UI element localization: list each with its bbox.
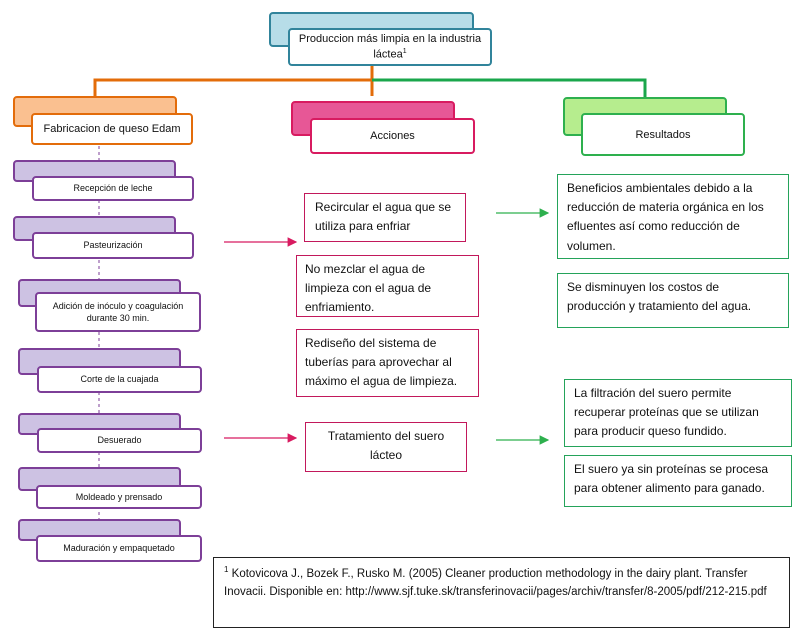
step-6-box: Moldeado y prensado [36, 485, 202, 509]
result-1: Beneficios ambientales debido a la reduc… [557, 174, 789, 259]
action-4: Tratamiento del suero lácteo [305, 422, 467, 472]
step-1-box: Recepción de leche [32, 176, 194, 201]
results-header: Resultados [581, 113, 745, 156]
action-1: Recircular el agua que se utiliza para e… [304, 193, 466, 242]
title-text: Produccion más limpia en la industria lá… [298, 33, 482, 61]
step-2-box: Pasteurización [32, 232, 194, 259]
result-2: Se disminuyen los costos de producción y… [557, 273, 789, 328]
action-2: No mezclar el agua de limpieza con el ag… [296, 255, 479, 317]
process-header: Fabricacion de queso Edam [31, 113, 193, 145]
title-box: Produccion más limpia en la industria lá… [288, 28, 492, 66]
step-4-box: Corte de la cuajada [37, 366, 202, 393]
actions-header: Acciones [310, 118, 475, 154]
result-4: El suero ya sin proteínas se procesa par… [564, 455, 792, 507]
branch-line-process [93, 78, 372, 97]
action-3: Rediseño del sistema de tuberías para ap… [296, 329, 479, 397]
reference-footnote: 1 Kotovicova J., Bozek F., Rusko M. (200… [213, 557, 790, 628]
branch-line-results [372, 78, 647, 97]
step-5-box: Desuerado [37, 428, 202, 453]
reference-sup: 1 [224, 565, 229, 574]
reference-text: Kotovicova J., Bozek F., Rusko M. (2005)… [224, 567, 767, 598]
step-7-box: Maduración y empaquetado [36, 535, 202, 562]
result-3: La filtración del suero permite recupera… [564, 379, 792, 447]
step-3-box: Adición de inóculo y coagulación durante… [35, 292, 201, 332]
